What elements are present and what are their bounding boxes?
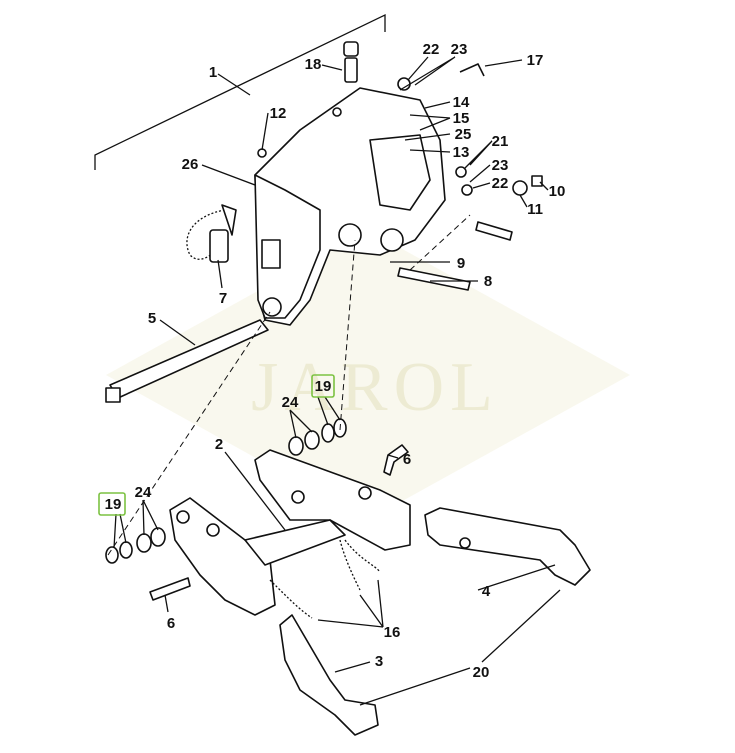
label-18: 18 bbox=[305, 56, 322, 73]
leader-lines bbox=[113, 56, 561, 706]
label-7: 7 bbox=[219, 290, 227, 307]
cap-22 bbox=[461, 184, 473, 196]
label-24-lower: 24 bbox=[135, 484, 152, 501]
assembly-bracket bbox=[94, 13, 386, 170]
main-frame bbox=[254, 87, 446, 326]
svg-text:JAROL: JAROL bbox=[251, 349, 499, 426]
chain-16a bbox=[269, 579, 313, 619]
label-4: 4 bbox=[482, 583, 491, 600]
label-14: 14 bbox=[453, 94, 470, 111]
label-11: 11 bbox=[527, 201, 543, 218]
chain-16b bbox=[339, 539, 361, 591]
highlight-19-upper bbox=[311, 374, 335, 398]
label-25: 25 bbox=[455, 126, 472, 143]
label-23-right: 23 bbox=[492, 157, 509, 174]
label-15: 15 bbox=[453, 110, 470, 127]
label-10: 10 bbox=[549, 183, 566, 200]
label-13: 13 bbox=[453, 144, 470, 161]
label-1: 1 bbox=[209, 64, 217, 81]
watermark: JAROL bbox=[106, 230, 630, 520]
part-labels: 1 2 3 4 5 6 6 7 8 9 10 11 12 13 14 15 16… bbox=[105, 41, 566, 681]
lower-link-3 bbox=[279, 614, 379, 736]
label-5: 5 bbox=[148, 310, 156, 327]
label-22-top: 22 bbox=[423, 41, 440, 58]
nut-12 bbox=[257, 148, 267, 158]
handle-17 bbox=[459, 63, 485, 77]
assembly-line bbox=[339, 239, 356, 431]
bushings-upper bbox=[288, 418, 347, 456]
label-3: 3 bbox=[375, 653, 383, 670]
label-19-lower: 19 bbox=[105, 496, 122, 513]
label-9: 9 bbox=[457, 255, 465, 272]
upper-lift-bracket bbox=[254, 449, 411, 551]
bolt-upper bbox=[475, 221, 513, 241]
label-23-top: 23 bbox=[451, 41, 468, 58]
highlight-19-lower bbox=[98, 492, 126, 516]
assembly-line bbox=[409, 214, 471, 271]
label-20: 20 bbox=[473, 664, 490, 681]
label-8: 8 bbox=[484, 273, 492, 290]
pin-18 bbox=[343, 41, 359, 83]
pin-6-upper bbox=[383, 444, 409, 476]
label-24-upper: 24 bbox=[282, 394, 299, 411]
label-6-upper: 6 bbox=[403, 451, 411, 468]
lower-link-4 bbox=[424, 507, 591, 586]
label-6-lower: 6 bbox=[167, 615, 175, 632]
cap-21 bbox=[455, 166, 467, 178]
label-19-upper: 19 bbox=[315, 378, 332, 395]
cross-shaft-5 bbox=[105, 319, 269, 403]
label-2: 2 bbox=[215, 436, 223, 453]
pin-6-lower bbox=[149, 577, 191, 601]
nut-12b bbox=[332, 107, 342, 117]
label-21: 21 bbox=[492, 133, 509, 150]
label-16: 16 bbox=[384, 624, 401, 641]
bolt-10 bbox=[531, 175, 543, 187]
label-17: 17 bbox=[527, 52, 544, 69]
bushings-lower bbox=[105, 527, 166, 564]
bolt-8 bbox=[397, 267, 471, 291]
label-22-right: 22 bbox=[492, 175, 509, 192]
pin-7-chain bbox=[186, 204, 237, 263]
assembly-line bbox=[107, 311, 271, 556]
chain-16c bbox=[344, 539, 381, 573]
label-12: 12 bbox=[270, 105, 287, 122]
washer-11 bbox=[512, 180, 528, 196]
lower-lift-bracket bbox=[169, 497, 346, 616]
label-26: 26 bbox=[182, 156, 199, 173]
